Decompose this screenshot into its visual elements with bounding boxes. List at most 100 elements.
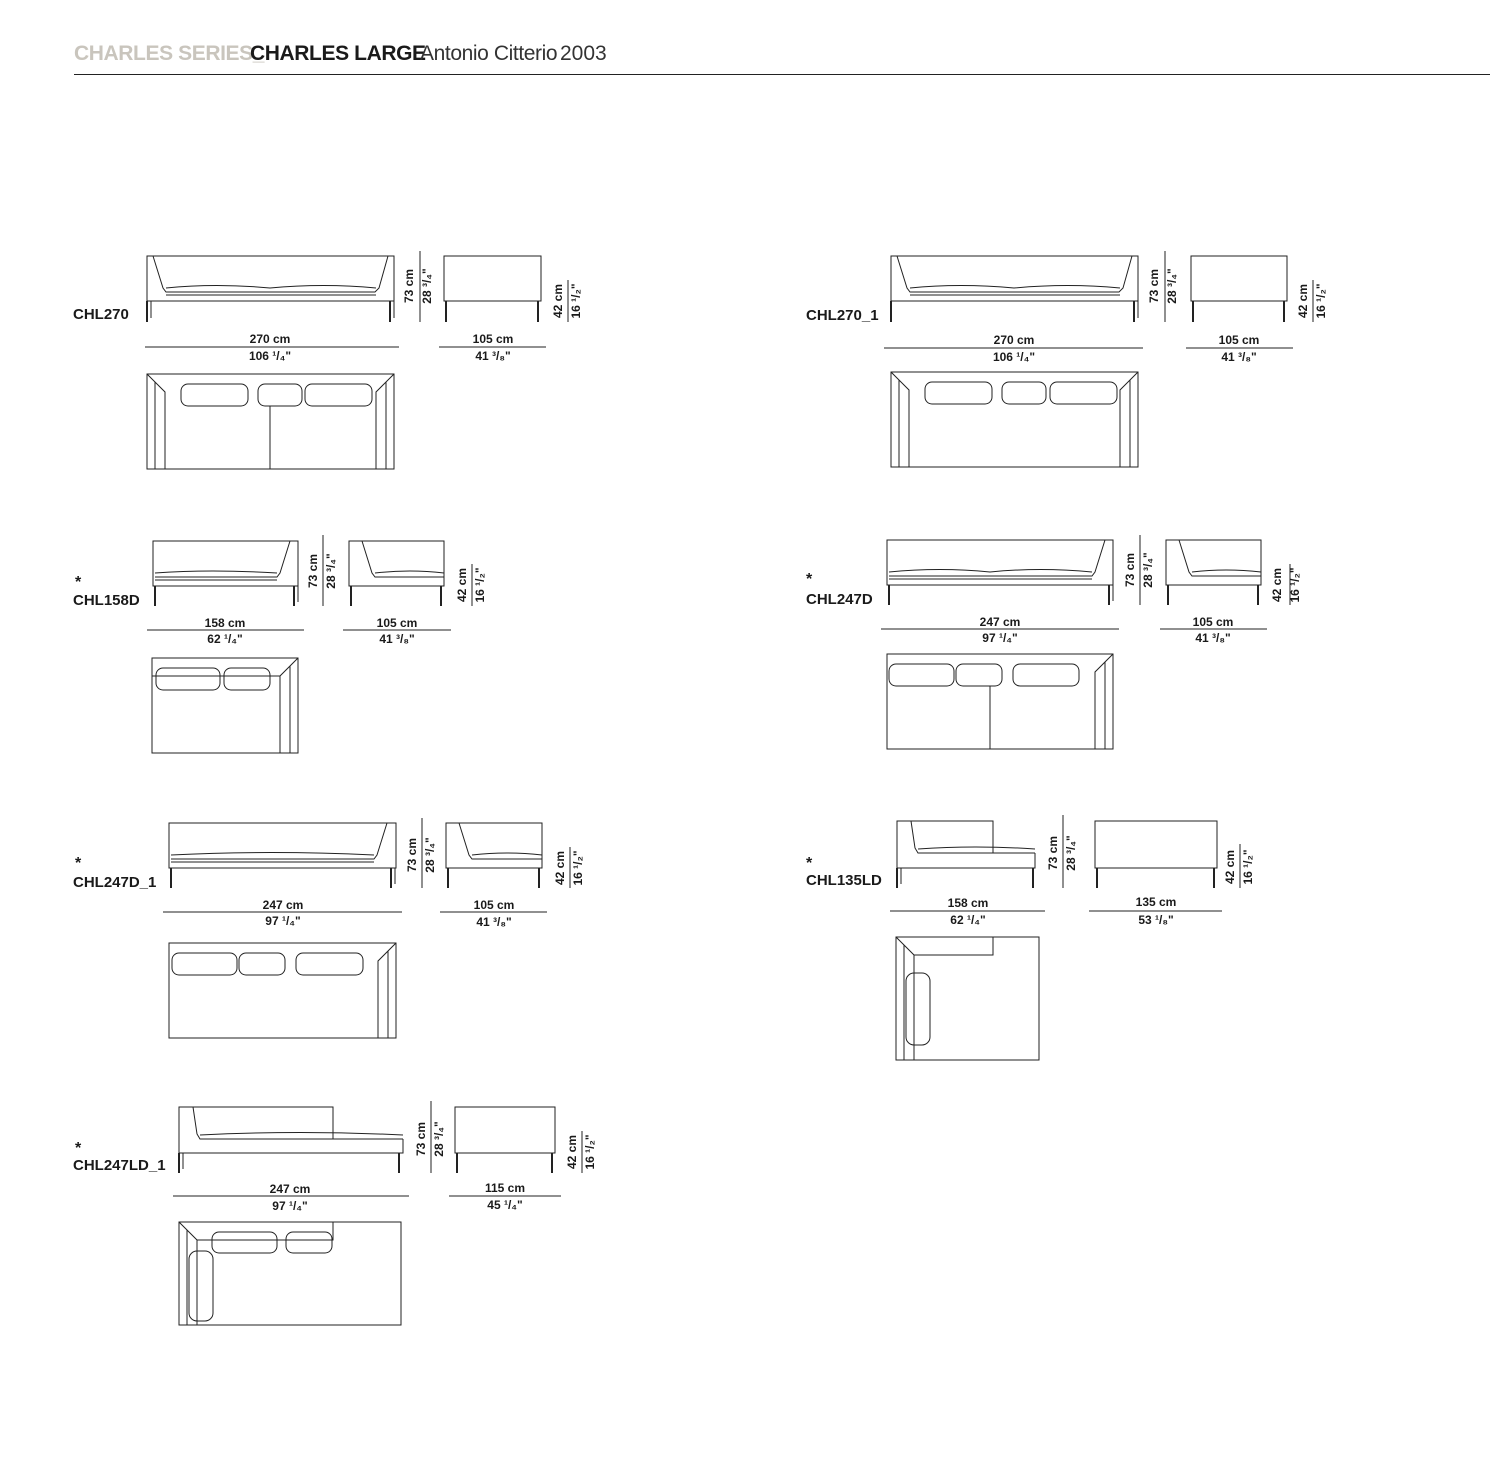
height-in-label: 28 ³/₄" <box>1165 268 1179 303</box>
series-title: CHARLES SERIES_ <box>74 42 265 65</box>
front-view <box>890 255 1139 322</box>
plan-view <box>168 942 397 1039</box>
depth-in-label: 53 ¹/₈" <box>1138 913 1173 927</box>
drawing-chl247d <box>881 535 1291 750</box>
depth-in-label: 41 ³/₈" <box>1195 631 1230 645</box>
model-code-chl135ld: CHL135LD <box>806 872 882 889</box>
width-cm-label: 247 cm <box>263 898 304 912</box>
side-view <box>1190 255 1288 322</box>
depth-in-label: 41 ³/₈" <box>1221 350 1256 364</box>
drawing-chl247ld-1 <box>173 1101 583 1326</box>
height-in-label: 28 ³/₄" <box>1064 835 1078 870</box>
drawing-chl247d-1 <box>163 818 571 1039</box>
seat-cm-label: 42 cm <box>455 568 469 602</box>
width-cm-label: 270 cm <box>994 333 1035 347</box>
depth-cm-label: 105 cm <box>1219 333 1260 347</box>
drawing-chl158d <box>147 535 473 754</box>
model-code-chl270-1: CHL270_1 <box>806 307 879 324</box>
depth-in-label: 45 ¹/₄" <box>487 1198 522 1212</box>
height-cm-label: 73 cm <box>414 1122 428 1156</box>
page-header: CHARLES SERIES_ CHARLES LARGE Antonio Ci… <box>74 40 1490 75</box>
front-view <box>178 1106 404 1173</box>
depth-cm-label: 105 cm <box>377 616 418 630</box>
dimension-lines <box>890 815 1241 912</box>
front-view <box>168 822 397 888</box>
depth-cm-label: 105 cm <box>1193 615 1234 629</box>
height-cm-label: 73 cm <box>402 269 416 303</box>
model-star-chl135ld: * <box>806 855 813 872</box>
depth-in-label: 41 ³/₈" <box>475 349 510 363</box>
plan-view <box>890 371 1139 468</box>
model-code-chl158d: CHL158D <box>73 592 140 609</box>
plan-view <box>886 653 1114 750</box>
width-in-label: 97 ¹/₄" <box>272 1199 307 1213</box>
seat-cm-label: 42 cm <box>1223 850 1237 884</box>
width-in-label: 62 ¹/₄" <box>950 913 985 927</box>
designer-name: Antonio Citterio <box>420 42 558 65</box>
height-in-label: 28 ³/₄" <box>423 837 437 872</box>
width-in-label: 106 ¹/₄" <box>993 350 1035 364</box>
dimension-lines <box>145 251 569 348</box>
width-in-label: 97 ¹/₄" <box>982 631 1017 645</box>
model-star-chl158d: * <box>75 574 82 591</box>
plan-view <box>895 936 1040 1061</box>
model-code-chl270: CHL270 <box>73 306 129 323</box>
depth-in-label: 41 ³/₈" <box>476 915 511 929</box>
side-view <box>443 255 542 322</box>
design-year: 2003 <box>560 42 607 65</box>
model-code-chl247d-1: CHL247D_1 <box>73 874 157 891</box>
dimension-lines <box>884 251 1314 349</box>
seat-cm-label: 42 cm <box>551 284 565 318</box>
dimension-lines <box>173 1101 583 1197</box>
height-cm-label: 73 cm <box>1046 836 1060 870</box>
width-in-label: 62 ¹/₄" <box>207 632 242 646</box>
drawing-chl135ld <box>890 815 1241 1061</box>
depth-cm-label: 105 cm <box>474 898 515 912</box>
drawing-chl270 <box>145 251 569 470</box>
model-star-chl247ld-1: * <box>75 1140 82 1157</box>
side-view <box>445 822 543 888</box>
dimension-lines <box>147 535 473 631</box>
model-star-chl247d: * <box>806 571 813 588</box>
seat-in-label: 16 ¹/₂" <box>1314 283 1328 318</box>
front-view <box>152 540 299 606</box>
side-view <box>1165 539 1262 605</box>
width-cm-label: 270 cm <box>250 332 291 346</box>
depth-cm-label: 105 cm <box>473 332 514 346</box>
width-cm-label: 158 cm <box>205 616 246 630</box>
seat-cm-label: 42 cm <box>1270 568 1284 602</box>
depth-in-label: 41 ³/₈" <box>379 632 414 646</box>
dimension-lines <box>881 535 1291 630</box>
front-view <box>886 539 1114 605</box>
seat-cm-label: 42 cm <box>565 1135 579 1169</box>
height-cm-label: 73 cm <box>1147 269 1161 303</box>
drawing-chl270-1 <box>884 251 1314 468</box>
seat-in-label: 16 ¹/₂" <box>583 1134 597 1169</box>
height-in-label: 28 ³/₄" <box>420 268 434 303</box>
seat-in-label: 16 ¹/₂" <box>1241 849 1255 884</box>
front-view <box>896 820 1036 888</box>
height-cm-label: 73 cm <box>306 554 320 588</box>
plan-view <box>146 373 395 470</box>
height-cm-label: 73 cm <box>405 838 419 872</box>
side-view <box>348 540 445 606</box>
plan-view <box>178 1221 402 1326</box>
height-in-label: 28 ³/₄" <box>432 1121 446 1156</box>
width-cm-label: 247 cm <box>980 615 1021 629</box>
height-in-label: 28 ³/₄" <box>324 553 338 588</box>
height-cm-label: 73 cm <box>1123 553 1137 587</box>
depth-cm-label: 135 cm <box>1136 895 1177 909</box>
dimension-labels: 270 cm 106 ¹/₄" 105 cm 41 ³/₈" 73 cm 28 … <box>205 268 1328 1213</box>
model-title: CHARLES LARGE <box>250 42 426 65</box>
side-view <box>454 1106 556 1173</box>
model-code-chl247d: CHL247D <box>806 591 873 608</box>
seat-in-label: 16 ¹/₂" <box>473 567 487 602</box>
seat-in-label: 16 ¹/₂" <box>569 283 583 318</box>
seat-in-label: 16 ¹/₂" <box>1288 567 1302 602</box>
model-star-chl247d-1: * <box>75 855 82 872</box>
dimension-lines <box>163 818 571 913</box>
width-cm-label: 158 cm <box>948 896 989 910</box>
height-in-label: 28 ³/₄" <box>1141 552 1155 587</box>
seat-cm-label: 42 cm <box>553 851 567 885</box>
